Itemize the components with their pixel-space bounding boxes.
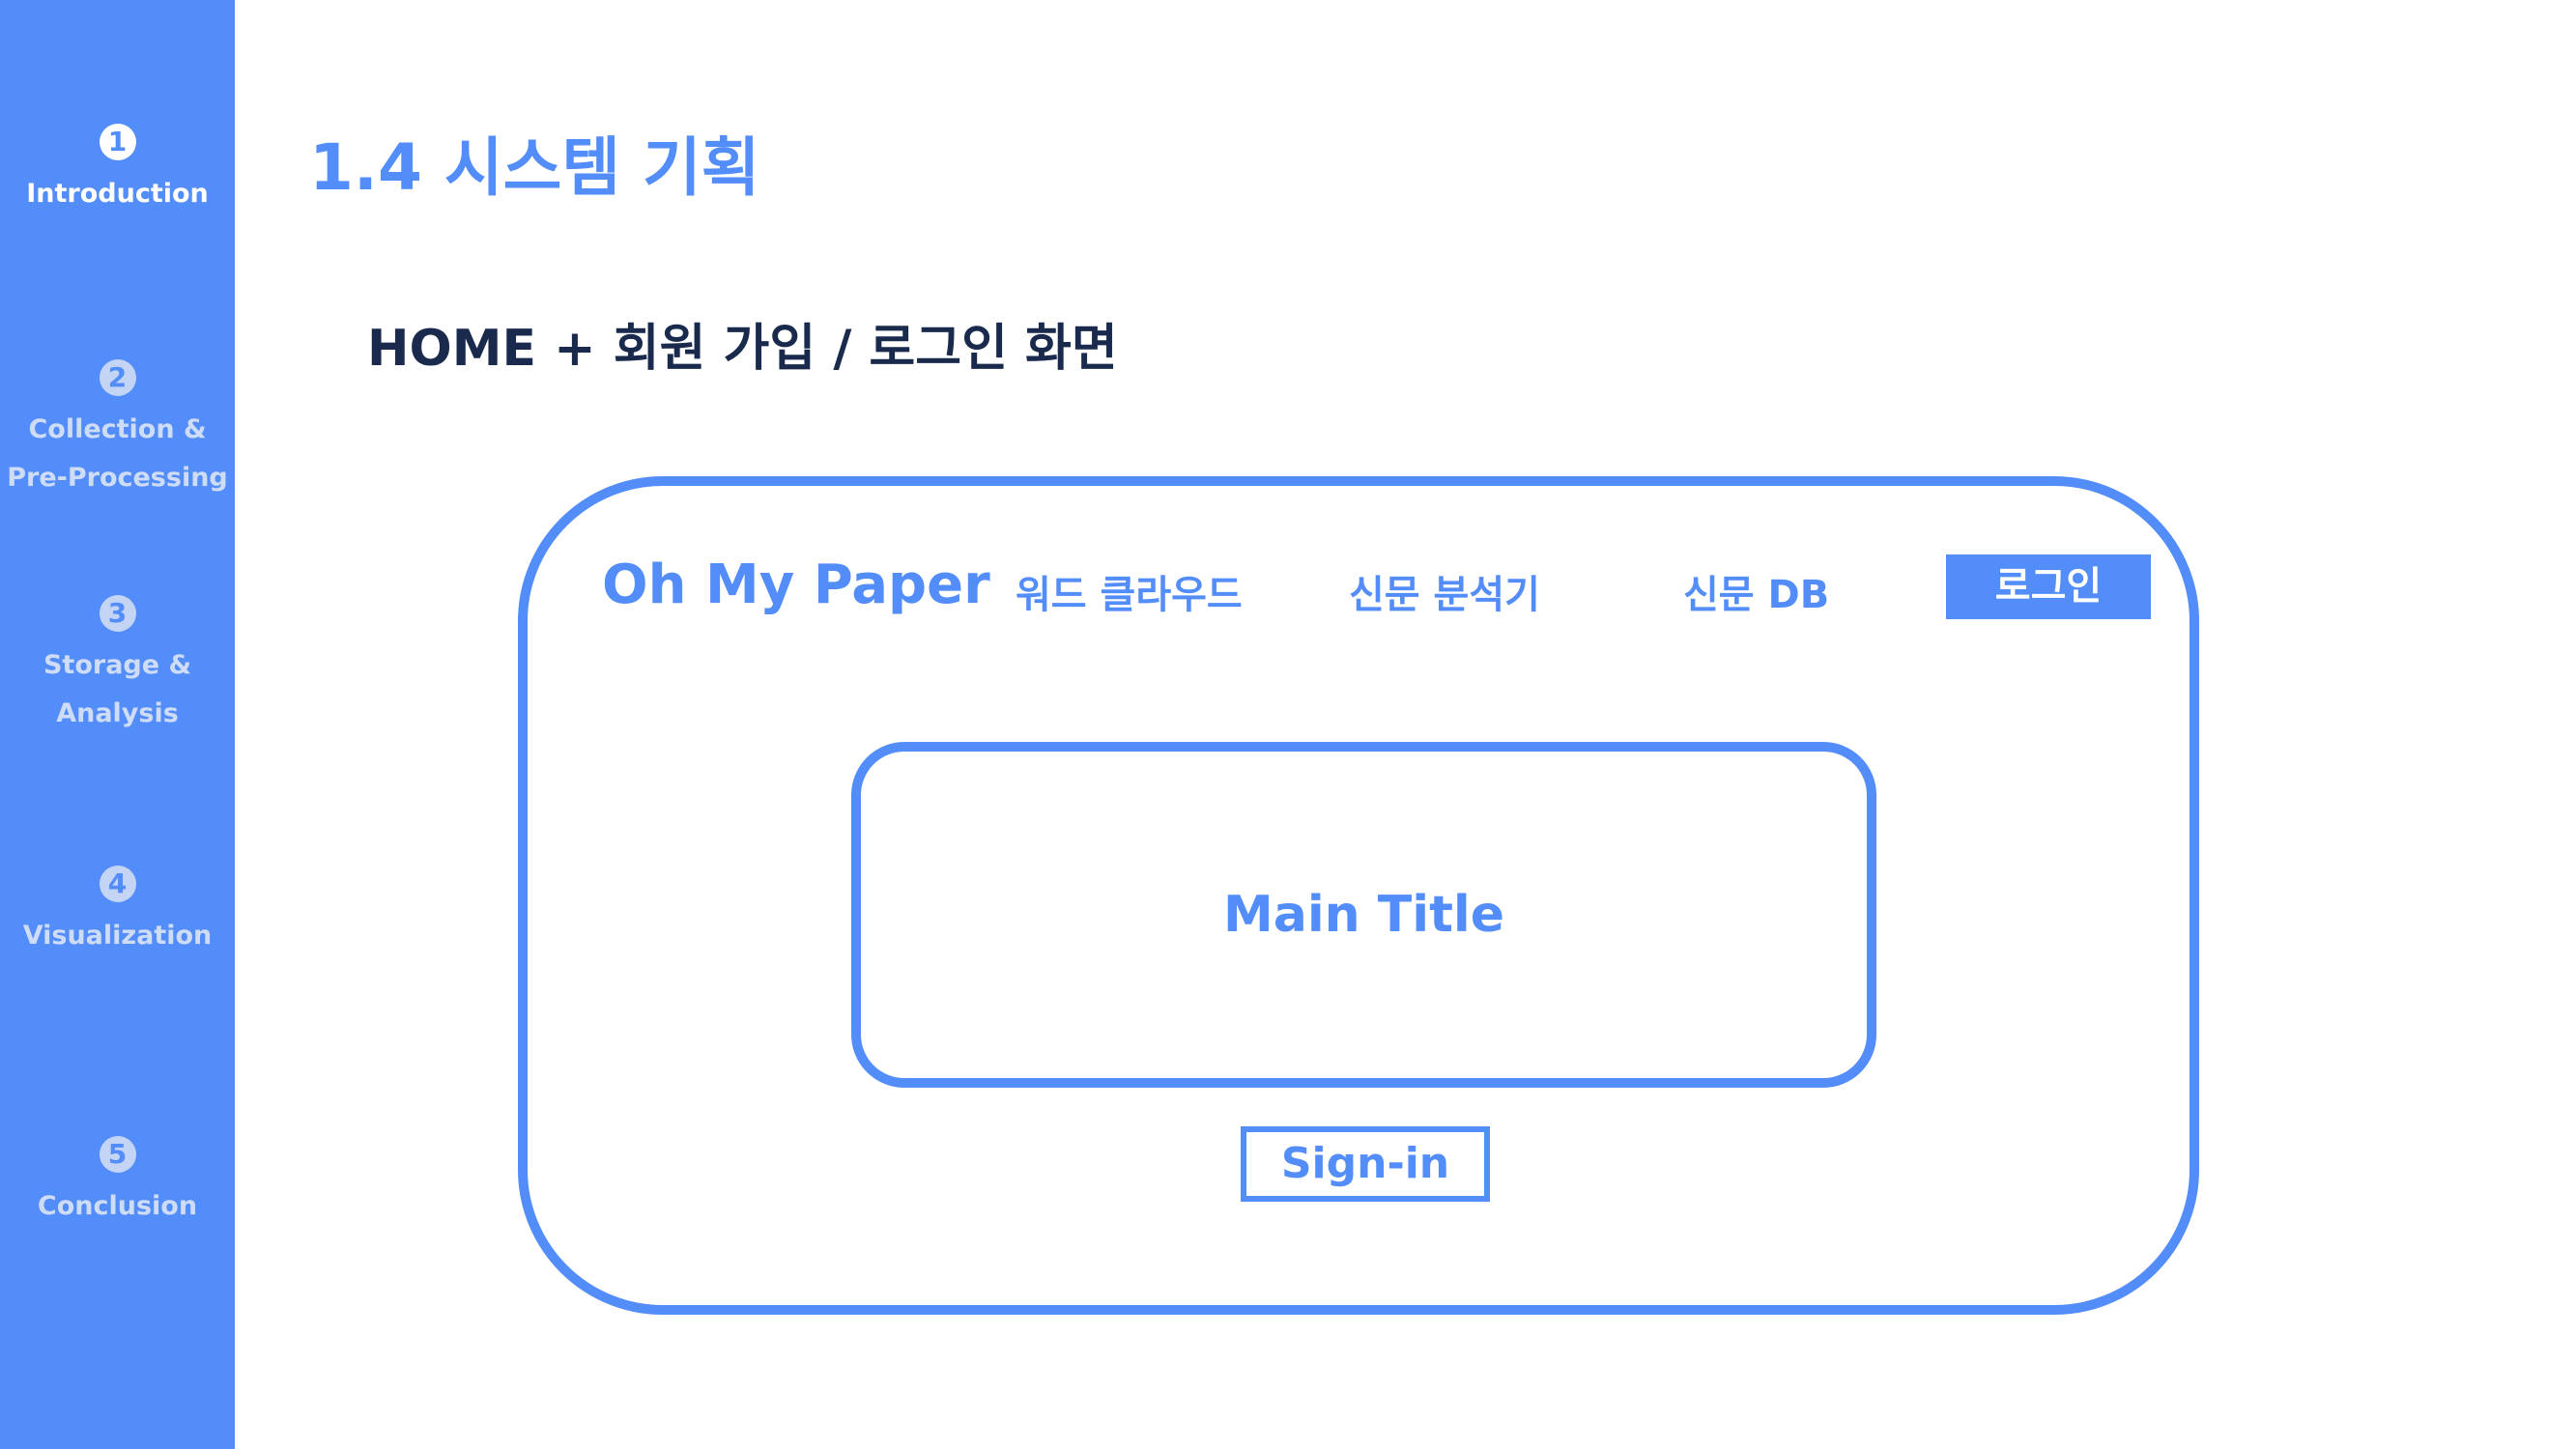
main-title-text: Main Title bbox=[1222, 886, 1505, 944]
home-wireframe-frame: Oh My Paper 워드 클라우드 신문 분석기 신문 DB 로그인 Mai… bbox=[518, 476, 2199, 1315]
sidebar-item-collection[interactable]: 2 Collection & Pre-Processing bbox=[0, 359, 235, 502]
sidebar-item-label: Collection & bbox=[28, 414, 207, 444]
sidebar-item-label: Introduction bbox=[26, 179, 209, 209]
nav-word-cloud[interactable]: 워드 클라우드 bbox=[1016, 573, 1243, 617]
nav-news-db[interactable]: 신문 DB bbox=[1683, 573, 1830, 617]
sidebar-item-storage[interactable]: 3 Storage & Analysis bbox=[0, 595, 235, 738]
main-title-card: Main Title bbox=[851, 742, 1876, 1088]
step-2-number-icon: 2 bbox=[99, 359, 136, 396]
sidebar-item-label: Analysis bbox=[56, 698, 179, 728]
sign-in-button[interactable]: Sign-in bbox=[1241, 1126, 1490, 1202]
wireframe-brand-logo[interactable]: Oh My Paper bbox=[602, 554, 990, 616]
sidebar-item-label: Storage & bbox=[43, 650, 192, 680]
sidebar-item-visualization[interactable]: 4 Visualization bbox=[0, 866, 235, 960]
sidebar-item-introduction[interactable]: 1 Introduction bbox=[0, 124, 235, 218]
step-4-number-icon: 4 bbox=[99, 866, 136, 902]
page-title: 1.4 시스템 기획 bbox=[309, 130, 760, 205]
step-3-number-icon: 3 bbox=[99, 595, 136, 632]
section-subtitle: HOME + 회원 가입 / 로그인 화면 bbox=[367, 320, 1118, 378]
sidebar-item-label: Conclusion bbox=[37, 1191, 198, 1221]
sidebar-item-label: Visualization bbox=[22, 921, 213, 951]
sidebar: 1 Introduction 2 Collection & Pre-Proces… bbox=[0, 0, 235, 1449]
nav-news-analyzer[interactable]: 신문 분석기 bbox=[1349, 573, 1540, 617]
sidebar-item-label: Pre-Processing bbox=[7, 463, 228, 493]
step-1-number-icon: 1 bbox=[99, 124, 136, 160]
sidebar-item-conclusion[interactable]: 5 Conclusion bbox=[0, 1136, 235, 1231]
login-button[interactable]: 로그인 bbox=[1946, 554, 2151, 619]
step-5-number-icon: 5 bbox=[99, 1136, 136, 1173]
